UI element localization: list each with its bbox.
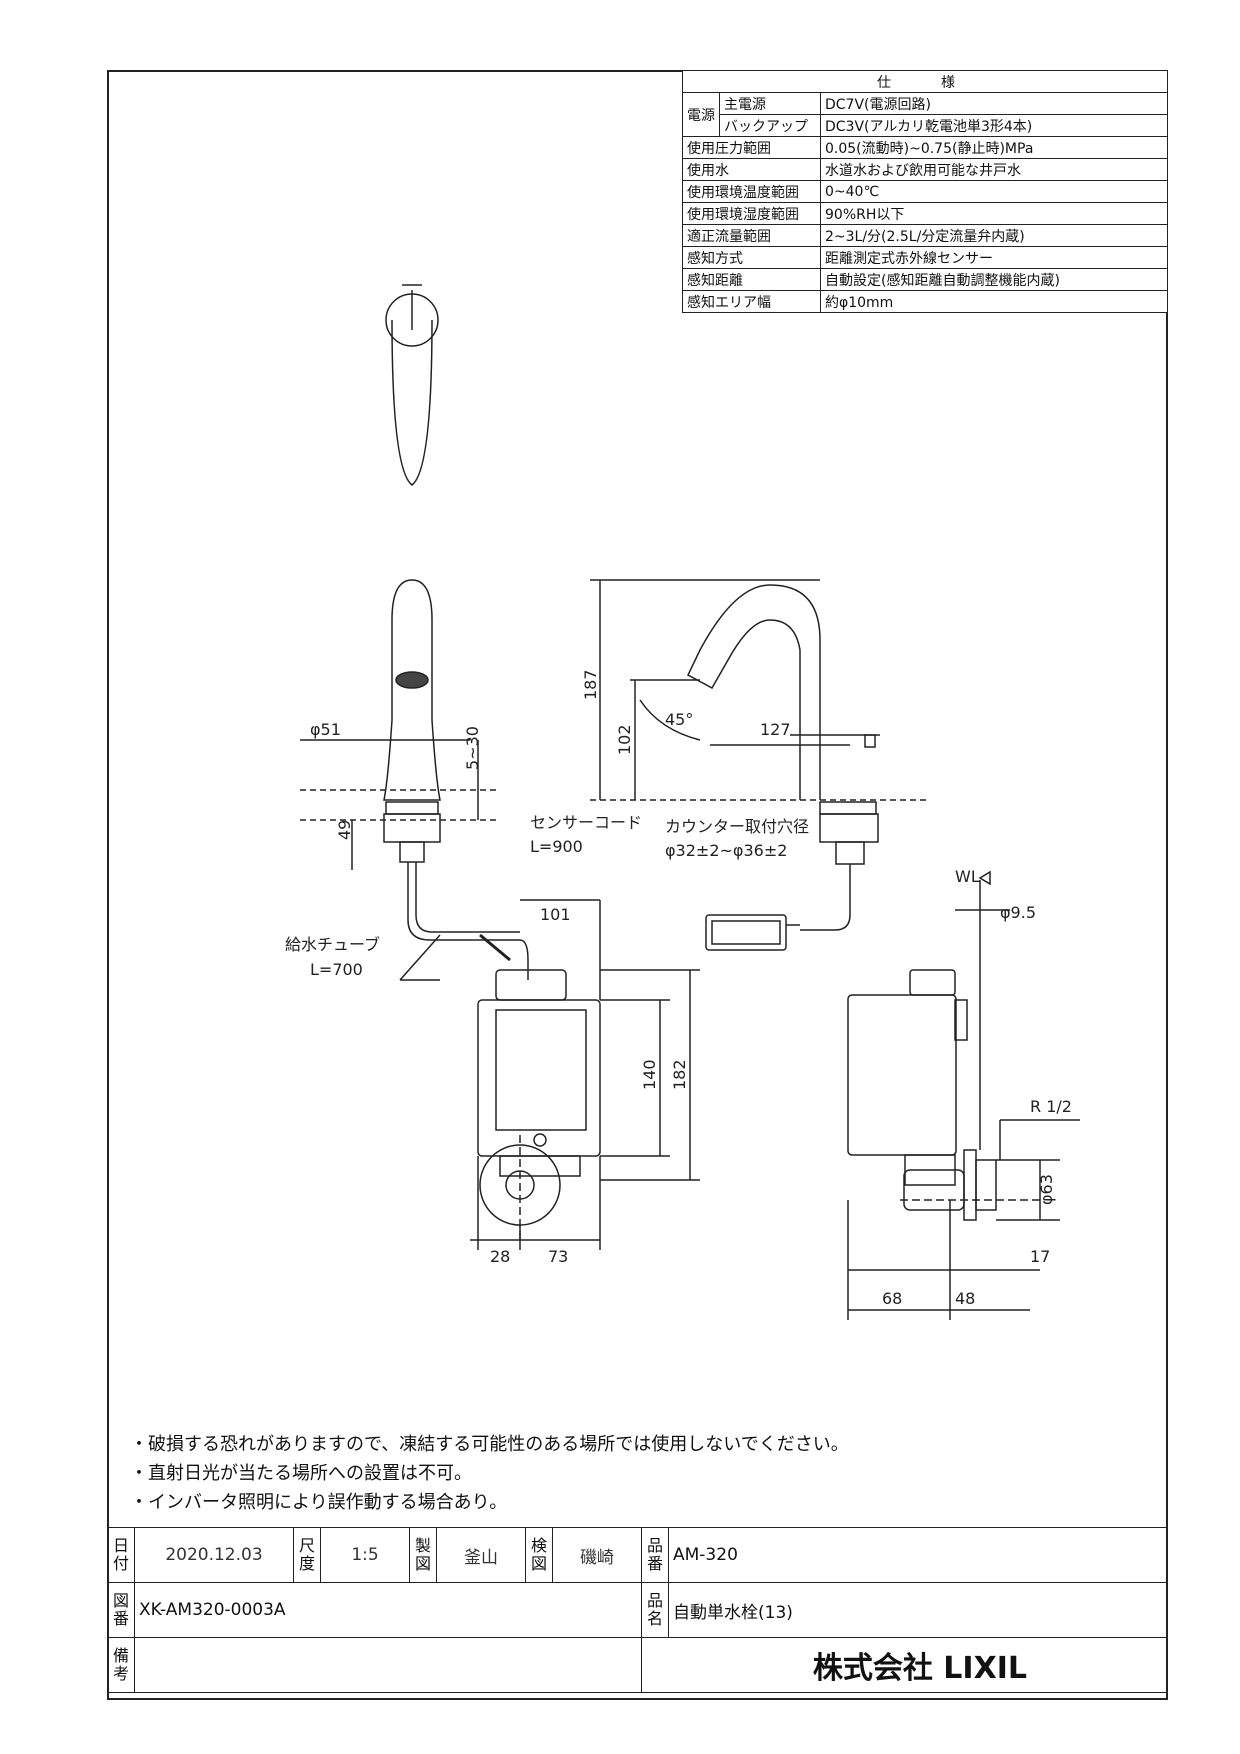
dim-d187: 187 bbox=[581, 669, 600, 700]
name-value: 自動単水栓(13) bbox=[668, 1582, 1168, 1638]
dim-d101: 101 bbox=[540, 905, 571, 924]
dim-r12: R 1/2 bbox=[1030, 1097, 1072, 1116]
drawing-no-value: XK-AM320-0003A bbox=[134, 1582, 642, 1638]
company-logo: 株式会社 LIXIL bbox=[641, 1637, 1168, 1693]
dim-d102: 102 bbox=[615, 724, 634, 755]
dim-wl: WL bbox=[955, 867, 980, 886]
callout-supply-tube: 給水チューブ bbox=[285, 935, 380, 954]
front-view bbox=[300, 579, 529, 980]
top-view bbox=[385, 284, 439, 486]
spec-value: DC3V(アルカリ乾電池単3形4本) bbox=[820, 114, 1168, 137]
spec-value: 2~3L/分(2.5L/分定流量弁内蔵) bbox=[820, 224, 1168, 247]
callout-sensor-cord-length: L=900 bbox=[530, 837, 583, 856]
spec-label: 適正流量範囲 bbox=[682, 224, 821, 247]
spec-label: 使用圧力範囲 bbox=[682, 136, 821, 159]
callout-counter-hole-size: φ32±2~φ36±2 bbox=[665, 841, 787, 860]
spec-label: 使用水 bbox=[682, 158, 821, 181]
control-box-front bbox=[399, 899, 700, 1250]
side-view bbox=[590, 579, 930, 951]
dim-d45: 45° bbox=[665, 710, 693, 729]
dim-d140: 140 bbox=[640, 1059, 659, 1090]
remarks-label: 備考 bbox=[107, 1637, 135, 1693]
spec-group-power: 電源 bbox=[682, 92, 720, 137]
scale-label: 尺度 bbox=[293, 1527, 321, 1583]
dimension-labels: φ51 5~30 49 187 102 45° 127 101 140 182 … bbox=[285, 669, 1072, 1308]
dim-d17: 17 bbox=[1030, 1247, 1050, 1266]
part-no-label: 品番 bbox=[641, 1527, 669, 1583]
dim-d68: 68 bbox=[882, 1289, 902, 1308]
note-item: ・直射日光が当たる場所への設置は不可。 bbox=[130, 1463, 472, 1484]
drawn-label: 製図 bbox=[409, 1527, 437, 1583]
title-block: 日付 2020.12.03 尺度 1:5 製図 釜山 検図 磯崎 品番 AM-3… bbox=[107, 1527, 1168, 1693]
note-item: ・破損する恐れがありますので、凍結する可能性のある場所では使用しないでください。 bbox=[130, 1434, 849, 1455]
callout-sensor-cord: センサーコード bbox=[530, 813, 642, 832]
spec-label: 感知エリア幅 bbox=[682, 290, 821, 313]
part-no-value: AM-320 bbox=[668, 1527, 1168, 1583]
control-box-side bbox=[847, 870, 1080, 1320]
callout-counter-hole: カウンター取付穴径 bbox=[665, 817, 809, 836]
dim-d51: φ51 bbox=[310, 720, 341, 739]
spec-value: 約φ10mm bbox=[820, 290, 1168, 313]
drawing-no-label: 図番 bbox=[107, 1582, 135, 1638]
drawing-frame bbox=[107, 70, 1168, 1700]
remarks-value bbox=[134, 1637, 642, 1693]
dim-d127: 127 bbox=[760, 720, 791, 739]
notes: ・破損する恐れがありますので、凍結する可能性のある場所では使用しないでください。… bbox=[130, 1430, 849, 1517]
spec-value: 90%RH以下 bbox=[820, 202, 1168, 225]
spec-label: 使用環境温度範囲 bbox=[682, 180, 821, 203]
dim-d63: φ63 bbox=[1037, 1174, 1056, 1205]
dim-d73: 73 bbox=[548, 1247, 568, 1266]
note-item: ・インバータ照明により誤作動する場合あり。 bbox=[130, 1492, 508, 1513]
dim-d5-30: 5~30 bbox=[463, 726, 482, 770]
spec-label: 使用環境湿度範囲 bbox=[682, 202, 821, 225]
dim-d95: φ9.5 bbox=[1000, 903, 1036, 922]
dim-d28: 28 bbox=[490, 1247, 510, 1266]
drawn-value: 釜山 bbox=[436, 1527, 526, 1583]
spec-value: 0~40℃ bbox=[820, 180, 1168, 203]
check-label: 検図 bbox=[525, 1527, 553, 1583]
date-label: 日付 bbox=[107, 1527, 135, 1583]
name-label: 品名 bbox=[641, 1582, 669, 1638]
dim-d48: 48 bbox=[955, 1289, 975, 1308]
scale-value: 1:5 bbox=[320, 1527, 410, 1583]
dim-d49: 49 bbox=[335, 820, 354, 840]
dim-d182: 182 bbox=[670, 1059, 689, 1090]
spec-value: 自動設定(感知距離自動調整機能内蔵) bbox=[820, 268, 1168, 291]
spec-value: 水道水および飲用可能な井戸水 bbox=[820, 158, 1168, 181]
date-value: 2020.12.03 bbox=[134, 1527, 294, 1583]
callout-supply-tube-length: L=700 bbox=[310, 960, 363, 979]
check-value: 磯崎 bbox=[552, 1527, 642, 1583]
spec-label: バックアップ bbox=[719, 114, 821, 137]
spec-table: 仕 様 電源 主電源 DC7V(電源回路) バックアップ DC3V(アルカリ乾電… bbox=[682, 70, 1168, 313]
